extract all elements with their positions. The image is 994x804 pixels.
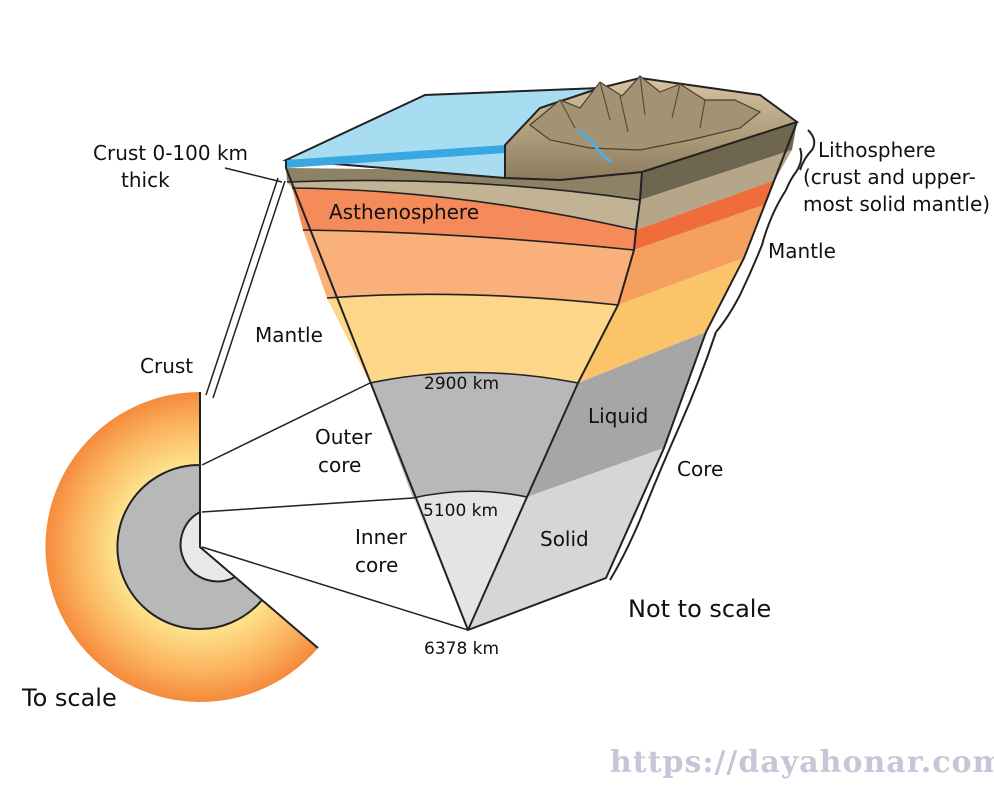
front-outer-core-layer: [370, 372, 578, 498]
lithosphere-label-1: Lithosphere: [818, 138, 936, 162]
inner-core-connector: [201, 497, 414, 513]
mantle-left-label: Mantle: [255, 323, 323, 347]
to-scale-outlines: [116, 392, 319, 649]
inner-core-label-1: Inner: [355, 525, 408, 549]
outer-core-connector: [201, 382, 371, 466]
depth-6378-label: 6378 km: [424, 639, 499, 659]
to-scale-cross-section: [45, 392, 319, 702]
watermark-url: https://dayahonar.com/: [610, 745, 994, 780]
side-lithosphere-layer: [636, 150, 792, 230]
outer-core-label-2: core: [318, 453, 361, 477]
front-inner-core-layer: [413, 491, 527, 630]
side-asthenosphere-layer: [634, 180, 775, 250]
liquid-label: Liquid: [588, 404, 648, 428]
brackets: [609, 129, 816, 581]
river: [577, 128, 613, 164]
side-crust-layer: [640, 122, 797, 200]
solid-label: Solid: [540, 527, 589, 551]
crust-thickness-label-2: thick: [121, 168, 170, 192]
mantle-bracket: [715, 189, 787, 333]
to-scale-mantle: [45, 392, 318, 702]
lithosphere-label-3: most solid mantle): [803, 192, 990, 216]
depth-5100-label: 5100 km: [423, 501, 498, 521]
connector-lines: [201, 167, 469, 631]
outer-core-label-1: Outer: [315, 425, 373, 449]
lithosphere-bracket-b: [785, 147, 803, 191]
front-lower-mantle-layer: [327, 294, 618, 383]
layer-boundaries: [286, 179, 641, 499]
crust-thickness-label-1: Crust 0-100 km: [93, 141, 248, 165]
mountain-ridges: [559, 75, 706, 133]
front-lithosphere-layer: [287, 180, 640, 230]
front-asthenosphere-layer: [292, 188, 636, 250]
center-connector: [201, 546, 469, 631]
asthenosphere-label: Asthenosphere: [329, 200, 479, 224]
ocean-edge-blue: [286, 145, 505, 168]
wedge-block: [282, 75, 800, 632]
lithosphere-bracket-a: [799, 129, 816, 171]
to-scale-label: To scale: [21, 684, 117, 712]
core-label: Core: [677, 457, 723, 481]
inner-core-label-2: core: [355, 553, 398, 577]
core-bracket: [609, 331, 717, 581]
depth-2900-label: 2900 km: [424, 374, 499, 394]
crust-label: Crust: [140, 354, 193, 378]
side-inner-core-layer: [468, 448, 664, 630]
crust-connector: [205, 177, 286, 399]
to-scale-inner-core: [180, 512, 235, 582]
not-to-scale-label: Not to scale: [628, 595, 771, 623]
mantle-right-label: Mantle: [768, 239, 836, 263]
front-upper-mantle-layer: [303, 230, 634, 305]
side-outer-core-layer: [527, 332, 706, 497]
side-upper-mantle-layer: [618, 205, 764, 305]
lithosphere-label-2: (crust and upper-: [803, 165, 976, 189]
crust-label-leader: [224, 167, 283, 183]
labels: Crust 0-100 km thick Asthenosphere Litho…: [21, 138, 990, 712]
wedge-outline: [285, 121, 798, 632]
to-scale-outer-core: [117, 464, 262, 629]
side-lower-mantle-layer: [578, 258, 744, 383]
